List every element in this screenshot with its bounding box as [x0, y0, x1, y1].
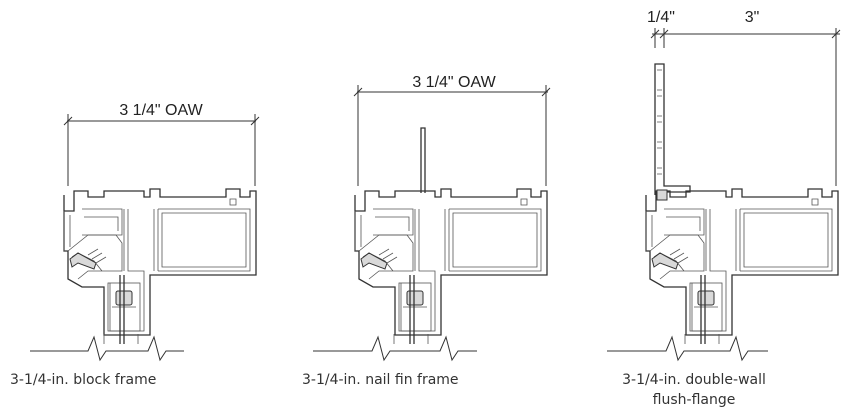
break-line	[313, 335, 477, 362]
flush-flange-caption-line2: flush-flange	[652, 392, 736, 408]
nail-fin	[420, 127, 426, 193]
tick-mark	[831, 29, 841, 39]
dimension-label: 3 1/4" OAW	[412, 74, 496, 91]
tick-mark	[250, 116, 260, 126]
flush-flange	[654, 63, 691, 195]
break-line	[30, 335, 184, 362]
block-frame-figure: 3 1/4" OAW	[30, 102, 260, 362]
frame-section	[354, 188, 548, 336]
frame-section	[63, 188, 257, 336]
nail-fin-frame-figure: 3 1/4" OAW	[313, 74, 551, 362]
block-frame-caption: 3-1/4-in. block frame	[10, 372, 157, 388]
tick-mark	[659, 29, 669, 39]
dimension-label: 3 1/4" OAW	[119, 102, 203, 119]
flush-flange-caption-line1: 3-1/4-in. double-wall	[622, 372, 766, 388]
flange-webs	[657, 69, 662, 175]
flange-clip	[656, 189, 668, 201]
tick-mark	[541, 87, 551, 97]
main-dimension-label: 3"	[745, 9, 760, 26]
break-line	[607, 335, 768, 362]
flush-flange-caption: 3-1/4-in. double-wall flush-flange	[596, 372, 792, 408]
frame-section	[645, 188, 839, 336]
nail-fin-frame-caption: 3-1/4-in. nail fin frame	[302, 372, 459, 388]
tick-mark	[353, 87, 363, 97]
flange-dimension-label: 1/4"	[647, 9, 675, 26]
flush-flange-frame-figure: 1/4" 3"	[607, 9, 841, 362]
tick-mark	[650, 29, 660, 39]
tick-mark	[63, 116, 73, 126]
